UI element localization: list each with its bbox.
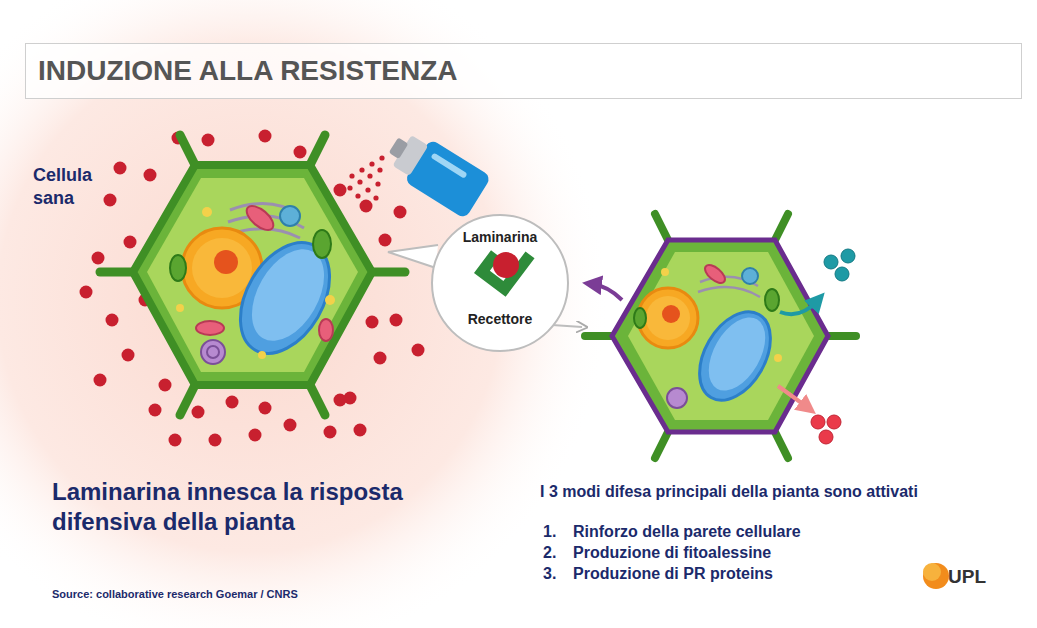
list-heading: I 3 modi difesa principali della pianta … [540,482,1010,502]
phytoalexins [824,249,855,281]
list-number: 2. [543,544,556,562]
bubble-tail [388,245,438,268]
list-number: 3. [543,565,556,583]
bubble-arrow [552,325,582,327]
spray-bottle [380,124,491,219]
substance-label: Laminarina [430,229,570,245]
receptor-icon [471,244,539,300]
source-note: Source: collaborative research Goemar / … [52,588,298,600]
logo-text: UPL [948,566,986,588]
pathogen-dots [80,130,425,447]
speech-bubble: LaminarinaRecettore [430,213,570,353]
healthy-cell [100,135,405,415]
title: INDUZIONE ALLA RESISTENZA [38,55,457,87]
pr-arrow [778,386,808,408]
list-item: Rinforzo della parete cellulare [573,523,801,541]
spray-droplets [347,155,384,206]
receptor-label: Recettore [430,311,570,327]
list-item: Produzione di fitoalessine [573,544,771,562]
list-number: 1. [543,523,556,541]
headline: Laminarina innesca la risposta difensiva… [52,477,482,537]
phytoalexin-arrow [780,300,818,314]
resistant-cell [585,214,856,458]
list-item: Produzione di PR proteins [573,565,773,583]
cell-label: Cellula sana [33,164,123,210]
pr-proteins [811,415,841,444]
upl-logo-mark [923,563,949,589]
wall-arrow [592,284,622,300]
